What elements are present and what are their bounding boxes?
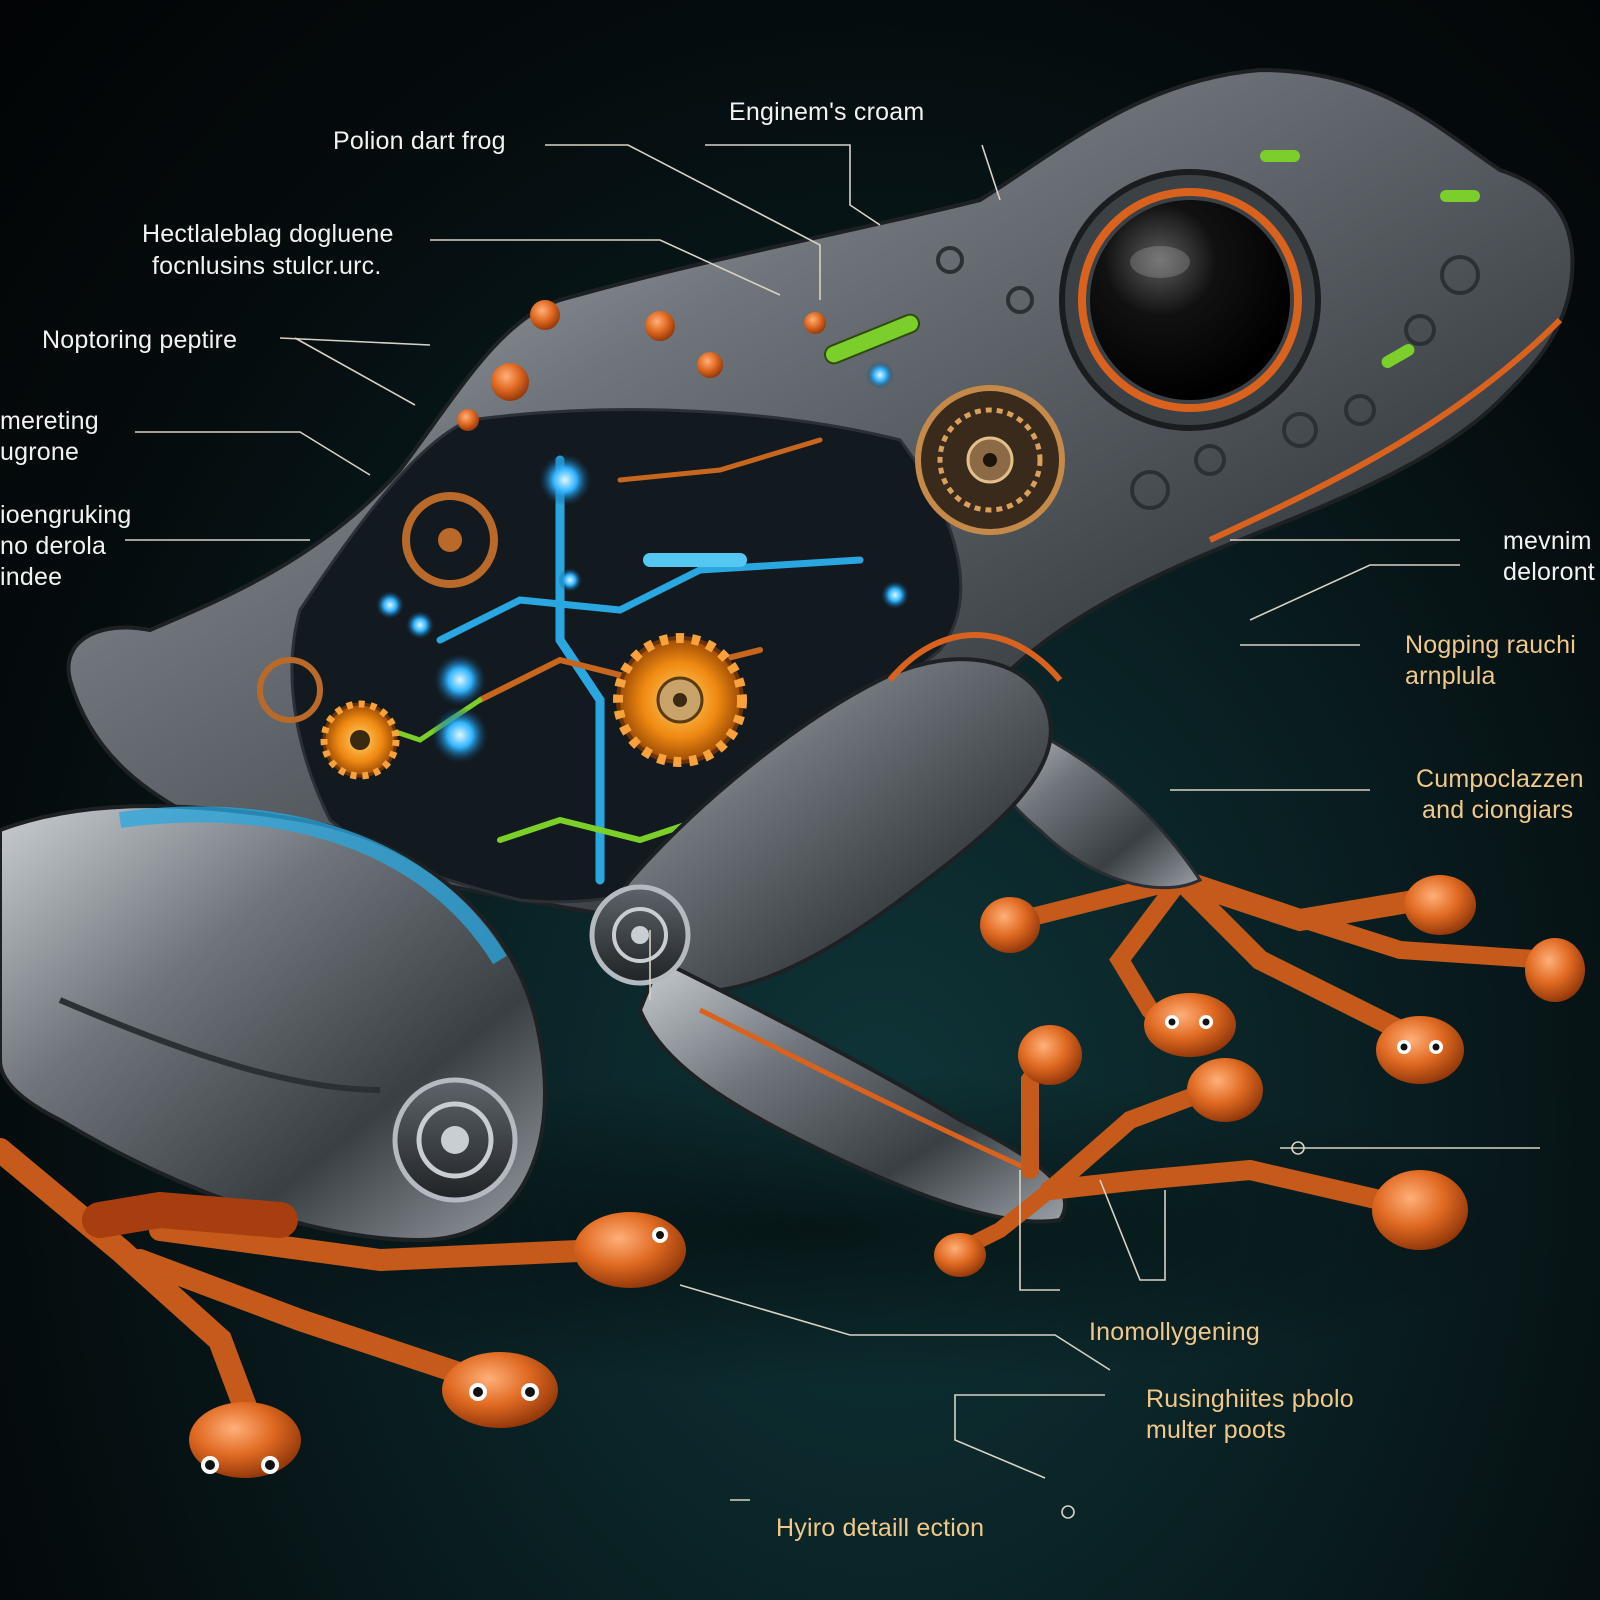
label-hectal: Hectlaleblag dogluene focnlusins stulcr.… <box>142 220 394 280</box>
gear-copper <box>257 492 498 723</box>
label-rusing: Rusinghiites pbolo multer poots <box>1146 1385 1354 1444</box>
blue-glow-lights <box>376 361 909 763</box>
hind-left-feet <box>0 1138 686 1478</box>
label-inomoll: Inomollygening <box>1089 1318 1260 1346</box>
rear-right-feet <box>980 749 1585 1084</box>
label-poison-dart-frog: Polion dart frog <box>333 127 506 155</box>
front-feet <box>934 1025 1468 1277</box>
label-emereting: mereting ugrone <box>0 407 99 466</box>
head-rings <box>936 246 1480 510</box>
knee-joint <box>392 1077 518 1203</box>
leader-lines <box>125 144 1540 1501</box>
label-engineers-dream: Enginem's croam <box>729 98 925 126</box>
gear-bronze-head <box>915 385 1065 535</box>
gear-small-orange <box>320 700 400 780</box>
mouth-line <box>1208 317 1563 543</box>
front-leg <box>607 657 1053 994</box>
label-hyiro: Hyiro detaill ection <box>776 1514 985 1542</box>
label-nogping: Nogping rauchi arnplula <box>1405 631 1576 690</box>
label-cumpo: Cumpoclazzen and ciongiars <box>1416 765 1584 824</box>
label-mevnim: mevnim deloront <box>1503 527 1595 586</box>
label-engruking: ioengruking no derola indee <box>0 501 132 591</box>
leader-endpoints <box>1061 1141 1305 1519</box>
amber-dome-lights <box>457 300 826 431</box>
gear-large-orange <box>613 633 747 767</box>
label-noptoring: Noptoring peptire <box>42 326 238 354</box>
front-leg-lower <box>637 957 1067 1224</box>
shoulder-arc <box>887 632 1063 682</box>
elbow-joint <box>589 884 691 986</box>
eye <box>1059 169 1321 431</box>
